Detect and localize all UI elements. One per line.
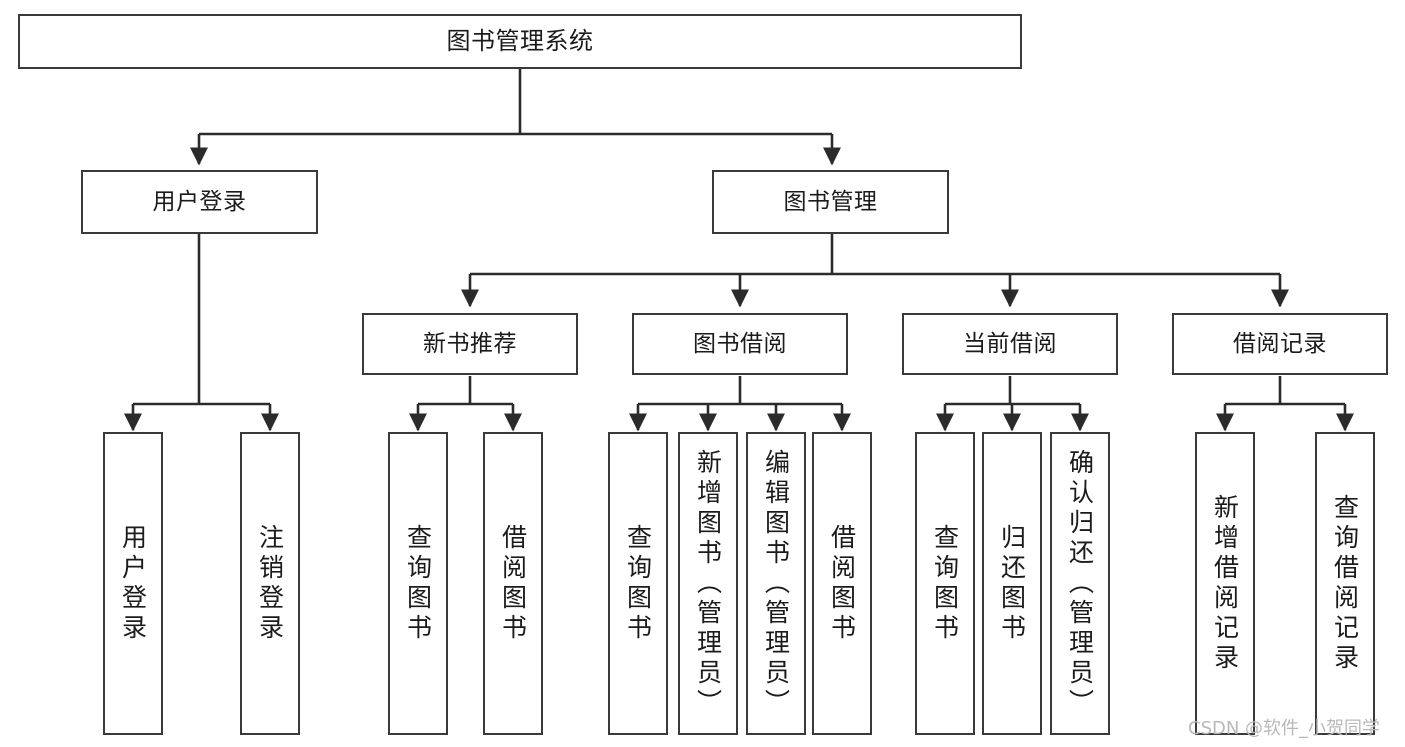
node-root-label: 图书管理系统 — [446, 26, 594, 55]
node-leaf-user-logout[interactable]: 注销登录 — [240, 432, 300, 735]
node-leaf-confirm-return[interactable]: 确认归还（管理员） — [1050, 432, 1110, 735]
node-leaf-borrow-book-1-label: 借阅图书 — [498, 523, 528, 644]
node-current-borrow[interactable]: 当前借阅 — [902, 313, 1118, 375]
node-leaf-query-record-label: 查询借阅记录 — [1330, 493, 1360, 674]
node-leaf-query-book-3[interactable]: 查询图书 — [915, 432, 975, 735]
node-leaf-query-book-1-label: 查询图书 — [403, 523, 433, 644]
node-book-manage-label: 图书管理 — [783, 188, 878, 215]
node-user-login[interactable]: 用户登录 — [81, 170, 318, 234]
node-leaf-query-book-2-label: 查询图书 — [623, 523, 653, 644]
node-leaf-add-record-label: 新增借阅记录 — [1210, 493, 1240, 674]
node-leaf-add-record[interactable]: 新增借阅记录 — [1195, 432, 1255, 735]
node-user-login-label: 用户登录 — [152, 188, 247, 215]
node-current-borrow-label: 当前借阅 — [963, 330, 1057, 357]
node-leaf-add-book[interactable]: 新增图书（管理员） — [678, 432, 738, 735]
node-leaf-add-book-label: 新增图书（管理员） — [693, 448, 723, 719]
node-leaf-edit-book[interactable]: 编辑图书（管理员） — [746, 432, 806, 735]
node-leaf-confirm-return-label: 确认归还（管理员） — [1065, 448, 1095, 719]
node-leaf-return-book-label: 归还图书 — [997, 523, 1027, 644]
node-leaf-user-login-label: 用户登录 — [118, 523, 148, 644]
node-leaf-user-login[interactable]: 用户登录 — [103, 432, 163, 735]
node-new-book-recommend[interactable]: 新书推荐 — [362, 313, 578, 375]
csdn-watermark: CSDN @软件_小贺同学 — [1188, 718, 1381, 739]
node-leaf-query-book-2[interactable]: 查询图书 — [608, 432, 668, 735]
node-leaf-query-record[interactable]: 查询借阅记录 — [1315, 432, 1375, 735]
node-leaf-return-book[interactable]: 归还图书 — [982, 432, 1042, 735]
node-book-manage[interactable]: 图书管理 — [712, 170, 949, 234]
node-leaf-query-book-1[interactable]: 查询图书 — [388, 432, 448, 735]
node-borrow-record[interactable]: 借阅记录 — [1172, 313, 1388, 375]
node-root[interactable]: 图书管理系统 — [18, 14, 1022, 69]
node-leaf-query-book-3-label: 查询图书 — [930, 523, 960, 644]
node-leaf-user-logout-label: 注销登录 — [255, 523, 285, 644]
node-leaf-borrow-book-2-label: 借阅图书 — [827, 523, 857, 644]
node-leaf-edit-book-label: 编辑图书（管理员） — [761, 448, 791, 719]
node-book-borrow[interactable]: 图书借阅 — [632, 313, 848, 375]
node-borrow-record-label: 借阅记录 — [1233, 330, 1327, 357]
node-new-book-recommend-label: 新书推荐 — [423, 330, 517, 357]
node-leaf-borrow-book-1[interactable]: 借阅图书 — [483, 432, 543, 735]
node-book-borrow-label: 图书借阅 — [693, 330, 787, 357]
node-leaf-borrow-book-2[interactable]: 借阅图书 — [812, 432, 872, 735]
